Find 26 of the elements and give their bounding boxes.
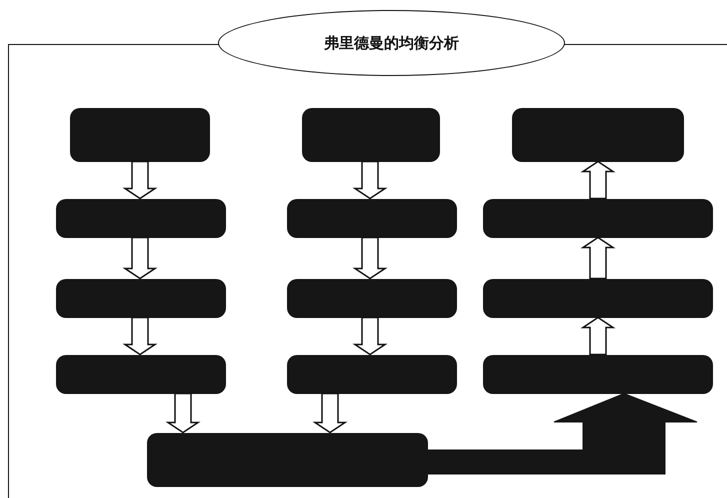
block-arrow — [580, 160, 616, 200]
process-box — [70, 108, 210, 162]
process-box — [56, 198, 226, 238]
block-arrow — [122, 236, 158, 280]
block-arrow — [166, 392, 200, 434]
bent-arrow — [427, 392, 698, 474]
block-arrow — [352, 236, 388, 280]
process-box — [286, 354, 456, 394]
process-box — [286, 278, 456, 318]
process-box — [512, 108, 684, 162]
block-arrow — [312, 392, 348, 434]
block-arrow — [122, 160, 158, 200]
process-box — [482, 354, 712, 394]
block-arrow — [122, 316, 158, 356]
process-box — [56, 354, 226, 394]
block-arrow — [580, 236, 616, 280]
process-box — [286, 198, 456, 238]
title-ellipse: 弗里德曼的均衡分析 — [218, 10, 565, 76]
process-box — [482, 278, 712, 318]
process-box — [56, 278, 226, 318]
process-box — [146, 432, 428, 486]
block-arrow — [580, 316, 616, 356]
process-box — [302, 108, 440, 162]
block-arrow — [352, 160, 388, 200]
process-box — [482, 198, 712, 238]
block-arrow — [352, 316, 388, 356]
